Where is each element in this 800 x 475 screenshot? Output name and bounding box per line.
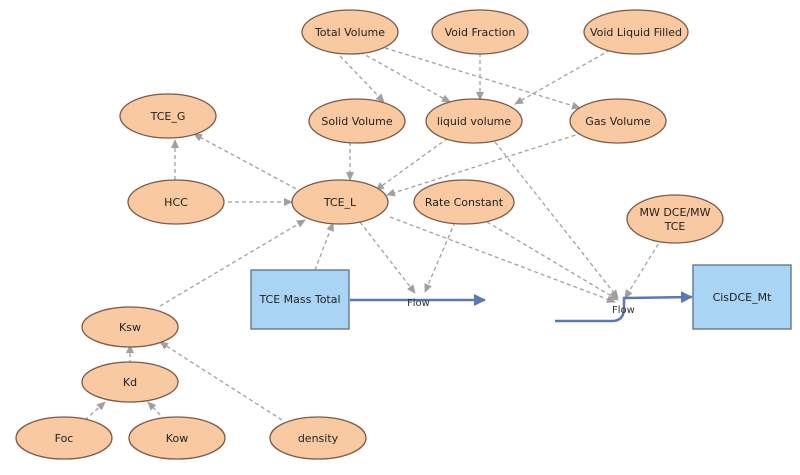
svg-text:TCE Mass Total: TCE Mass Total	[258, 293, 340, 306]
link-liquid-volume-to-flow-2	[494, 141, 619, 299]
svg-text:TCE_G: TCE_G	[150, 110, 186, 123]
material-flows	[350, 291, 693, 323]
svg-text:Ksw: Ksw	[119, 321, 141, 334]
svg-text:Foc: Foc	[55, 432, 74, 445]
variable-mw-dce-over-mw-tce[interactable]: MW DCE/MW TCE	[626, 194, 724, 244]
dependency-links	[84, 47, 663, 421]
link-density-to-ksw	[159, 341, 283, 421]
link-tce-mass-total-to-tce-l	[314, 222, 334, 271]
svg-text:Solid Volume: Solid Volume	[321, 115, 392, 128]
mw-ratio-line-2: TCE	[664, 220, 686, 233]
flow-1-label: Flow	[407, 298, 430, 309]
svg-text:Kow: Kow	[166, 432, 188, 445]
variable-tce-l[interactable]: TCE_L	[291, 179, 389, 225]
link-foc-to-kd	[84, 401, 106, 421]
svg-text:Void Fraction: Void Fraction	[445, 26, 516, 39]
variable-liquid-volume[interactable]: liquid volume	[425, 98, 523, 144]
svg-text:TCE: TCE	[664, 220, 686, 233]
svg-text:TCE_L: TCE_L	[323, 196, 357, 209]
variable-kd[interactable]: Kd	[81, 361, 179, 403]
svg-text:Kd: Kd	[123, 376, 137, 389]
link-total-volume-to-solid-volume	[339, 55, 385, 103]
variable-void-fraction[interactable]: Void Fraction	[431, 9, 529, 55]
link-tce-l-to-tce-g	[193, 133, 303, 193]
link-rate-constant-to-flow-1	[424, 221, 456, 293]
variable-kow[interactable]: Kow	[128, 416, 226, 460]
link-gas-volume-to-tce-l	[386, 132, 583, 197]
variable-total-volume[interactable]: Total Volume	[301, 9, 399, 55]
svg-text:Total Volume: Total Volume	[314, 26, 385, 39]
variable-solid-volume[interactable]: Solid Volume	[308, 98, 406, 144]
svg-text:Gas Volume: Gas Volume	[585, 115, 651, 128]
variable-void-liquid-filled[interactable]: Void Liquid Filled	[583, 9, 689, 55]
svg-text:Void Liquid Filled: Void Liquid Filled	[590, 26, 682, 39]
svg-text:HCC: HCC	[164, 196, 188, 209]
variable-foc[interactable]: Foc	[15, 416, 113, 460]
link-total-volume-to-gas-volume	[384, 47, 581, 110]
svg-text:CisDCE_Mt: CisDCE_Mt	[713, 291, 773, 304]
link-ksw-to-tce-l	[159, 219, 306, 307]
variable-hcc[interactable]: HCC	[127, 179, 225, 225]
link-void-liquid-filled-to-liquid-volume	[514, 49, 611, 105]
variable-tce-g[interactable]: TCE_G	[119, 93, 217, 139]
flow-pipe-into-cisdce-mt[interactable]	[555, 291, 693, 323]
variable-rate-constant[interactable]: Rate Constant	[413, 179, 515, 225]
flow-2-label: Flow	[612, 305, 635, 316]
svg-text:density: density	[298, 432, 339, 445]
variable-ksw[interactable]: Ksw	[81, 306, 179, 348]
svg-text:Rate Constant: Rate Constant	[425, 196, 504, 209]
link-rate-constant-to-flow-2	[486, 221, 619, 301]
link-mw-ratio-to-flow-2	[624, 237, 663, 299]
svg-text:liquid volume: liquid volume	[437, 115, 512, 128]
link-liquid-volume-to-tce-l	[375, 137, 449, 191]
mw-ratio-line-1: MW DCE/MW	[639, 206, 710, 219]
stock-cisdce-mt[interactable]: CisDCE_Mt	[692, 264, 792, 330]
stock-tce-mass-total[interactable]: TCE Mass Total	[250, 269, 350, 330]
link-tce-l-to-flow-1	[359, 221, 416, 294]
svg-text:MW DCE/MW: MW DCE/MW	[639, 206, 710, 219]
variable-density[interactable]: density	[269, 416, 367, 460]
variable-gas-volume[interactable]: Gas Volume	[569, 98, 667, 144]
link-tce-l-to-flow-2	[389, 216, 616, 303]
link-total-volume-to-liquid-volume	[359, 51, 451, 103]
